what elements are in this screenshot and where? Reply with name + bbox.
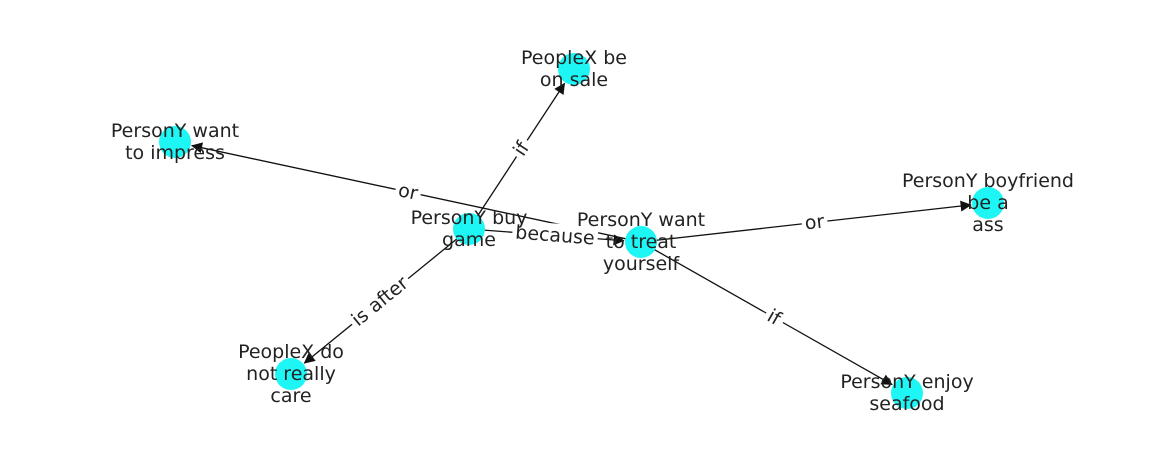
edge-label-4: is after [344,269,416,334]
edge-label-background [760,302,789,334]
node-label-line: PersonY buy [411,207,528,229]
edge-label-text: is after [347,272,412,331]
node-label-line: PersonY want [111,120,239,142]
edge-label-text: or [396,179,420,205]
edge-label-text: or [804,210,826,234]
node-label-line: PersonY enjoy [840,371,973,393]
node-label-line: not really [246,363,336,385]
node-label-line: PersonY boyfriend [902,170,1074,192]
node-buy_game [453,213,485,245]
node-impress [159,126,191,158]
node-label-line: to impress [125,142,225,164]
edge-label-background [800,209,829,236]
node-not_care [275,358,307,390]
node-label-line: care [270,385,311,407]
edge-label-background [506,133,538,164]
node-label-line: PeopleX do [238,341,344,363]
node-layer [159,53,1004,409]
edge-label-2: because [511,220,599,251]
edge-label-layer: if or because or is after if [344,133,829,334]
node-label-line: yourself [603,253,681,275]
edge-label-0: if [506,133,538,164]
node-label-line: game [442,229,496,251]
edge-label-background [393,177,424,207]
edge-label-background [344,269,416,334]
edge-label-1: or [393,177,424,207]
node-label-line: PersonY want [577,209,705,231]
node-label-line: be a [967,192,1008,214]
edge-label-5: if [760,302,789,334]
node-treat [625,226,657,258]
node-seafood [891,377,923,409]
node-boyfriend [972,187,1004,219]
node-on_sale [558,53,590,85]
node-label-line: to treat [606,231,677,253]
node-label-line: on sale [540,69,608,91]
node-label-line: PeopleX be [521,47,627,69]
node-label-line: seafood [869,393,944,415]
edge-label-background [511,220,599,251]
edge-label-3: or [800,209,829,236]
node-label-line: ass [972,214,1003,236]
